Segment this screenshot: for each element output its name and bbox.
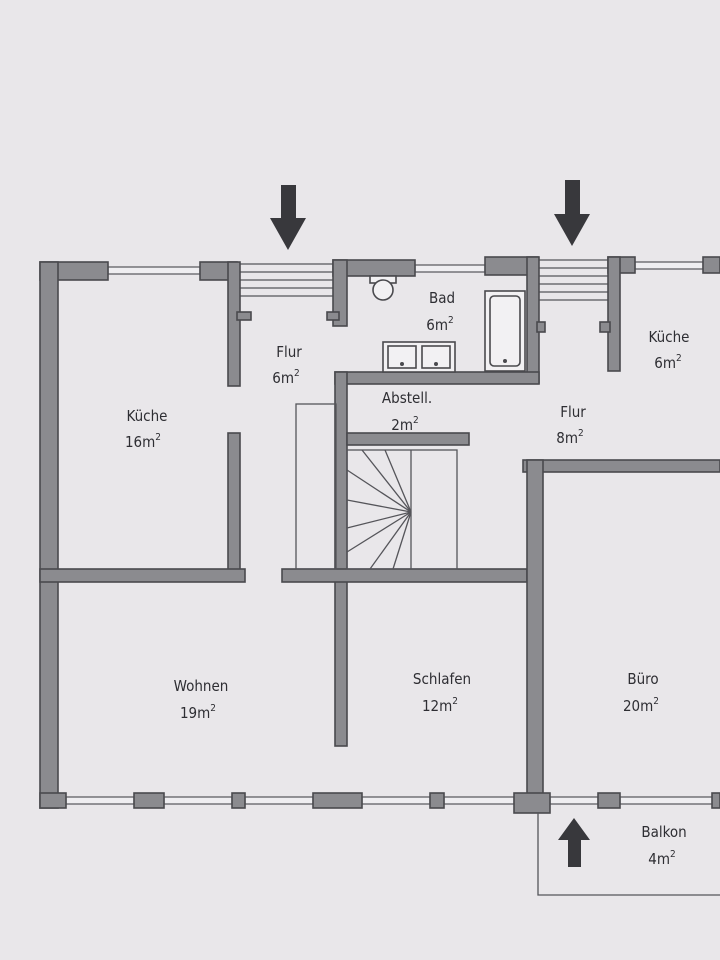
room-labels: Küche 16m2 Flur 6m2 Bad 6m2 Abstell. 2m2… (125, 289, 690, 868)
staircase-right (346, 449, 458, 570)
svg-text:Flur: Flur (560, 403, 586, 421)
svg-text:4m2: 4m2 (648, 849, 675, 868)
room-label-kueche-right: Küche 6m2 (649, 328, 690, 372)
svg-text:Balkon: Balkon (641, 823, 686, 841)
room-label-schlafen: Schlafen 12m2 (413, 670, 471, 715)
sink-icon (382, 341, 456, 373)
room-label-buero: Büro 20m2 (623, 670, 659, 715)
room-label-bad: Bad 6m2 (426, 289, 455, 334)
entrance-doors (237, 259, 608, 301)
svg-text:6m2: 6m2 (654, 353, 681, 372)
bathtub-icon (484, 290, 526, 372)
room-label-flur-left: Flur 6m2 (272, 343, 302, 387)
staircase-left (295, 403, 337, 570)
walls (39, 256, 720, 814)
svg-text:8m2: 8m2 (556, 428, 583, 447)
toilet-icon (369, 275, 397, 301)
room-label-kueche-left: Küche 16m2 (125, 407, 168, 451)
room-label-abstell: Abstell. 2m2 (382, 389, 432, 434)
svg-text:Schlafen: Schlafen (413, 670, 471, 688)
svg-text:6m2: 6m2 (272, 368, 299, 387)
svg-text:Bad: Bad (429, 289, 455, 307)
svg-text:Abstell.: Abstell. (382, 389, 432, 407)
down-arrow-icon (270, 185, 306, 250)
svg-text:20m2: 20m2 (623, 696, 659, 715)
bathroom-fixtures (369, 275, 526, 373)
svg-text:12m2: 12m2 (422, 696, 458, 715)
svg-text:Wohnen: Wohnen (174, 677, 229, 695)
balcony-outline (537, 813, 720, 896)
room-label-flur-right: Flur 8m2 (556, 403, 586, 447)
room-label-balkon: Balkon 4m2 (641, 823, 686, 868)
down-arrow-icon (554, 180, 590, 246)
svg-text:19m2: 19m2 (180, 703, 216, 722)
svg-text:Küche: Küche (127, 407, 168, 425)
up-arrow-icon (558, 818, 590, 867)
svg-text:Flur: Flur (276, 343, 302, 361)
svg-text:16m2: 16m2 (125, 432, 161, 451)
room-label-wohnen: Wohnen 19m2 (174, 677, 229, 722)
svg-text:6m2: 6m2 (426, 315, 453, 334)
svg-text:Küche: Küche (649, 328, 690, 346)
svg-text:Büro: Büro (627, 670, 658, 688)
svg-text:2m2: 2m2 (391, 415, 418, 434)
